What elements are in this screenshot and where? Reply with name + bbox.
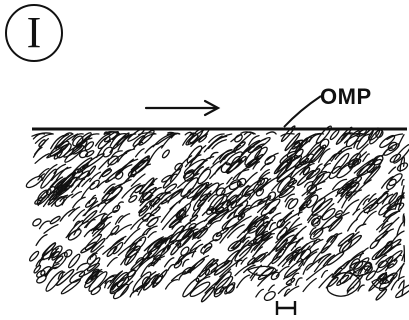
foliation-stroke [136,149,144,157]
grain-lens [138,205,148,214]
grain-lens [264,154,277,166]
grain-lens [329,129,340,141]
foliation-stroke [34,147,43,157]
foliation-stroke [162,134,175,148]
foliation-stroke [267,132,277,134]
scale-bar [276,301,296,315]
grain-lens [63,248,73,258]
foliation-stroke [77,263,87,270]
foliation-stroke [138,221,146,228]
grain-lens [287,197,299,210]
foliation-stroke [322,270,328,277]
foliation-stroke [149,146,163,163]
grain-lens [182,266,193,275]
foliation-fabric [25,125,409,303]
foliation-stroke [303,279,316,292]
grain-lens [28,250,39,262]
foliation-stroke [280,210,293,221]
foliation-stroke [237,275,250,288]
foliation-stroke [397,221,404,236]
foliation-stroke [161,203,177,223]
grain-lens [200,286,215,302]
foliation-stroke [99,159,109,169]
foliation-stroke [73,197,86,208]
foliation-stroke [183,259,189,266]
foliation-stroke [35,154,49,164]
foliation-stroke [168,265,174,271]
foliation-stroke [363,154,369,162]
grain-lens [394,282,409,299]
foliation-stroke [281,134,294,137]
foliation-stroke [363,211,376,225]
foliation-stroke [386,264,394,271]
foliation-stroke [402,254,404,260]
foliation-stroke [315,164,322,172]
foliation-stroke [404,216,405,226]
foliation-stroke [233,170,249,180]
omp-label: OMP [320,84,372,110]
foliation-stroke [383,229,393,237]
foliation-stroke [148,232,156,238]
grain-lens [385,178,398,191]
foliation-stroke [256,289,264,297]
foliation-stroke [119,214,130,223]
foliation-stroke [398,135,404,148]
foliation-stroke [402,180,404,186]
grain-lens [270,246,287,265]
grain-lens [396,161,409,172]
foliation-stroke [36,235,47,246]
grain-lens [263,290,277,302]
foliation-stroke [348,219,358,231]
foliation-stroke [296,278,302,285]
omp-leader-line [284,96,321,127]
foliation-stroke [295,239,303,247]
foliation-stroke [269,285,275,291]
foliation-stroke [356,224,366,231]
grain-lens [49,215,61,224]
foliation-stroke [389,167,396,173]
foliation-stroke [270,223,276,230]
foliation-stroke [404,157,405,166]
foliation-stroke [259,170,269,179]
foliation-stroke [107,258,117,267]
shear-direction-arrow [146,101,218,115]
grain-lens [128,194,138,203]
grain-lens [199,242,213,255]
foliation-stroke [60,209,74,221]
foliation-stroke [178,248,197,264]
foliation-stroke [44,225,58,234]
grain-lens [97,135,112,150]
foliation-stroke [72,192,82,198]
grain-lens [161,149,170,159]
panel-label: I [5,4,63,62]
